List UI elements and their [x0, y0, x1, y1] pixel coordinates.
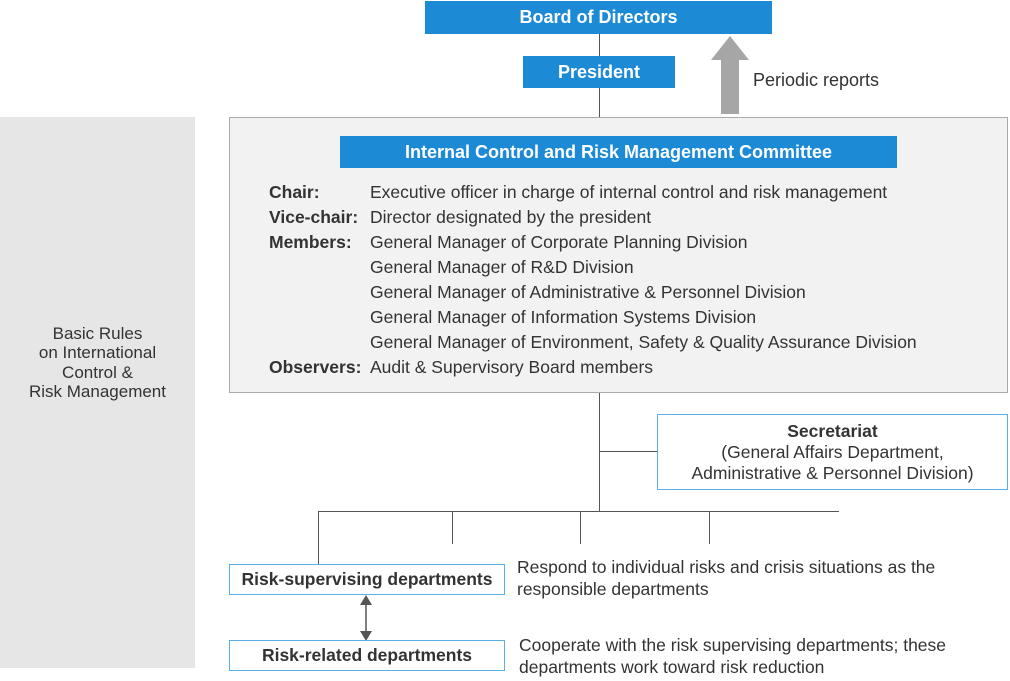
role-row-vice-chair: Vice-chair: Director designated by the p… [269, 205, 917, 230]
vice-chair-label: Vice-chair: [269, 207, 359, 227]
members-label: Members: [269, 232, 352, 252]
connector-board-president [599, 34, 600, 56]
committee-title: Internal Control and Risk Management Com… [340, 136, 897, 168]
risk-supervising-desc-line-2: responsible departments [517, 579, 709, 599]
secretariat-line-1: (General Affairs Department, [721, 441, 944, 462]
connector-secretariat [599, 451, 657, 452]
connector-branch-4 [709, 511, 710, 544]
connector-committee-down [599, 393, 600, 512]
double-arrow-vertical-icon [360, 595, 372, 641]
periodic-reports-label: Periodic reports [753, 70, 880, 90]
secretariat-line-2: Administrative & Personnel Division) [691, 462, 974, 483]
connector-branch-1 [318, 511, 319, 564]
chair-value: Executive officer in charge of internal … [370, 182, 888, 202]
chair-label: Chair: [269, 182, 320, 202]
connector-president-committee [599, 88, 600, 117]
board-of-directors-box: Board of Directors [425, 1, 772, 34]
connector-branch-2 [452, 511, 453, 544]
risk-related-description: Cooperate with the risk supervising depa… [519, 634, 946, 678]
role-row-members: Members: General Manager of Corporate Pl… [269, 230, 917, 355]
risk-supervising-description: Respond to individual risks and crisis s… [517, 556, 935, 600]
risk-related-desc-line-1: Cooperate with the risk supervising depa… [519, 635, 947, 655]
observers-value: Audit & Supervisory Board members [370, 357, 654, 377]
member-item: General Manager of Corporate Planning Di… [370, 232, 748, 252]
connector-branch-3 [580, 511, 581, 544]
risk-related-desc-line-2: departments work toward risk reduction [519, 657, 825, 677]
arrow-up-icon [711, 36, 749, 114]
member-item: General Manager of R&D Division [370, 257, 634, 277]
committee-roles: Chair: Executive officer in charge of in… [269, 180, 917, 380]
basic-rules-panel: Basic Rules on International Control & R… [0, 117, 195, 668]
member-item: General Manager of Administrative & Pers… [370, 282, 806, 302]
risk-related-box: Risk-related departments [229, 640, 505, 671]
vice-chair-value: Director designated by the president [370, 207, 652, 227]
observers-label: Observers: [269, 357, 362, 377]
connector-departments-bar [318, 511, 839, 512]
role-row-chair: Chair: Executive officer in charge of in… [269, 180, 917, 205]
secretariat-title: Secretariat [787, 420, 878, 441]
secretariat-box: Secretariat (General Affairs Department,… [657, 414, 1008, 490]
risk-supervising-box: Risk-supervising departments [229, 564, 505, 595]
risk-supervising-desc-line-1: Respond to individual risks and crisis s… [517, 557, 936, 577]
member-item: General Manager of Environment, Safety &… [370, 332, 917, 352]
president-box: President [523, 56, 675, 88]
role-row-observers: Observers: Audit & Supervisory Board mem… [269, 355, 917, 380]
member-item: General Manager of Information Systems D… [370, 307, 757, 327]
basic-rules-text: Basic Rules on International Control & R… [28, 323, 166, 402]
